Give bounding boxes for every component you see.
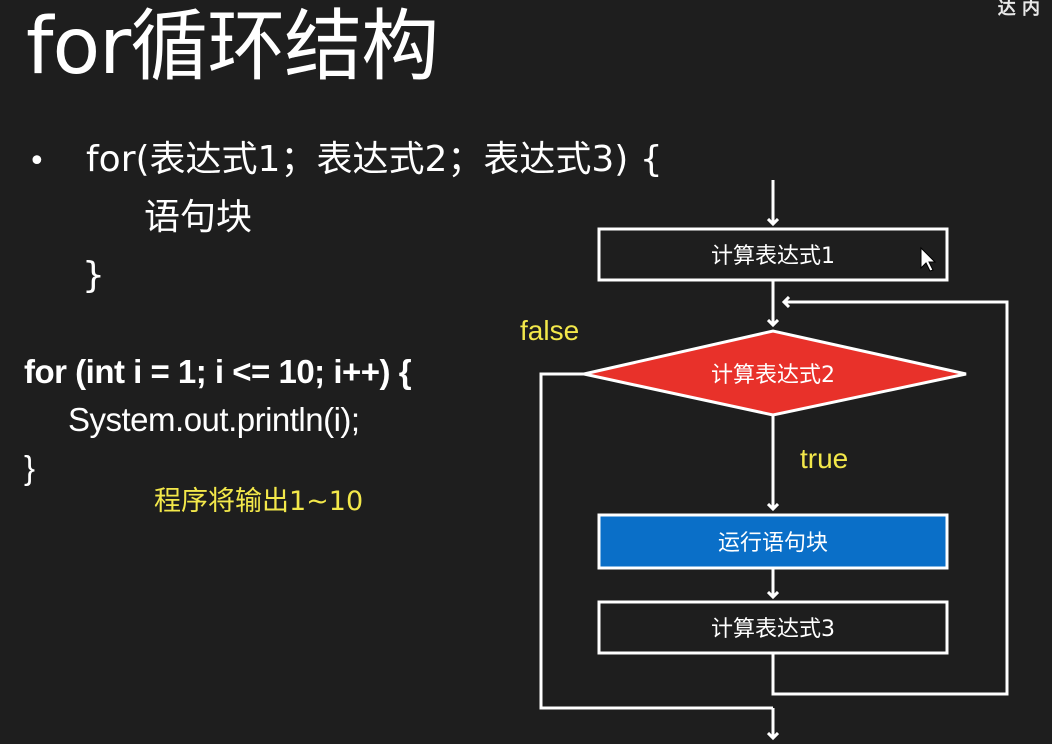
step3-label: 计算表达式3 [711,617,835,642]
code-line-1: for (int i = 1; i <= 10; i++) { [24,353,412,390]
code-line-2: System.out.println(i); [68,401,360,438]
syntax-line-2: 语句块 [144,197,253,238]
mouse-cursor-icon [920,246,937,272]
slide-title: for循环结构 [26,2,439,92]
bullet-dot: • [28,144,46,179]
body-label: 运行语句块 [718,531,828,556]
output-note: 程序将输出1~10 [154,486,364,517]
syntax-line-1: for(表达式1；表达式2；表达式3) { [86,139,663,180]
syntax-line-3: } [82,255,105,296]
loop-back-line [771,302,1009,696]
condition-label: 计算表达式2 [711,363,835,388]
body-box [597,513,949,570]
true-label: true [800,443,848,474]
step1-label: 计算表达式1 [711,244,835,269]
false-label: false [520,315,579,346]
condition-diamond [583,329,967,417]
code-line-3: } [24,449,35,486]
false-exit-line [539,372,773,710]
corner-logo-text: 达 内 [997,0,1040,19]
